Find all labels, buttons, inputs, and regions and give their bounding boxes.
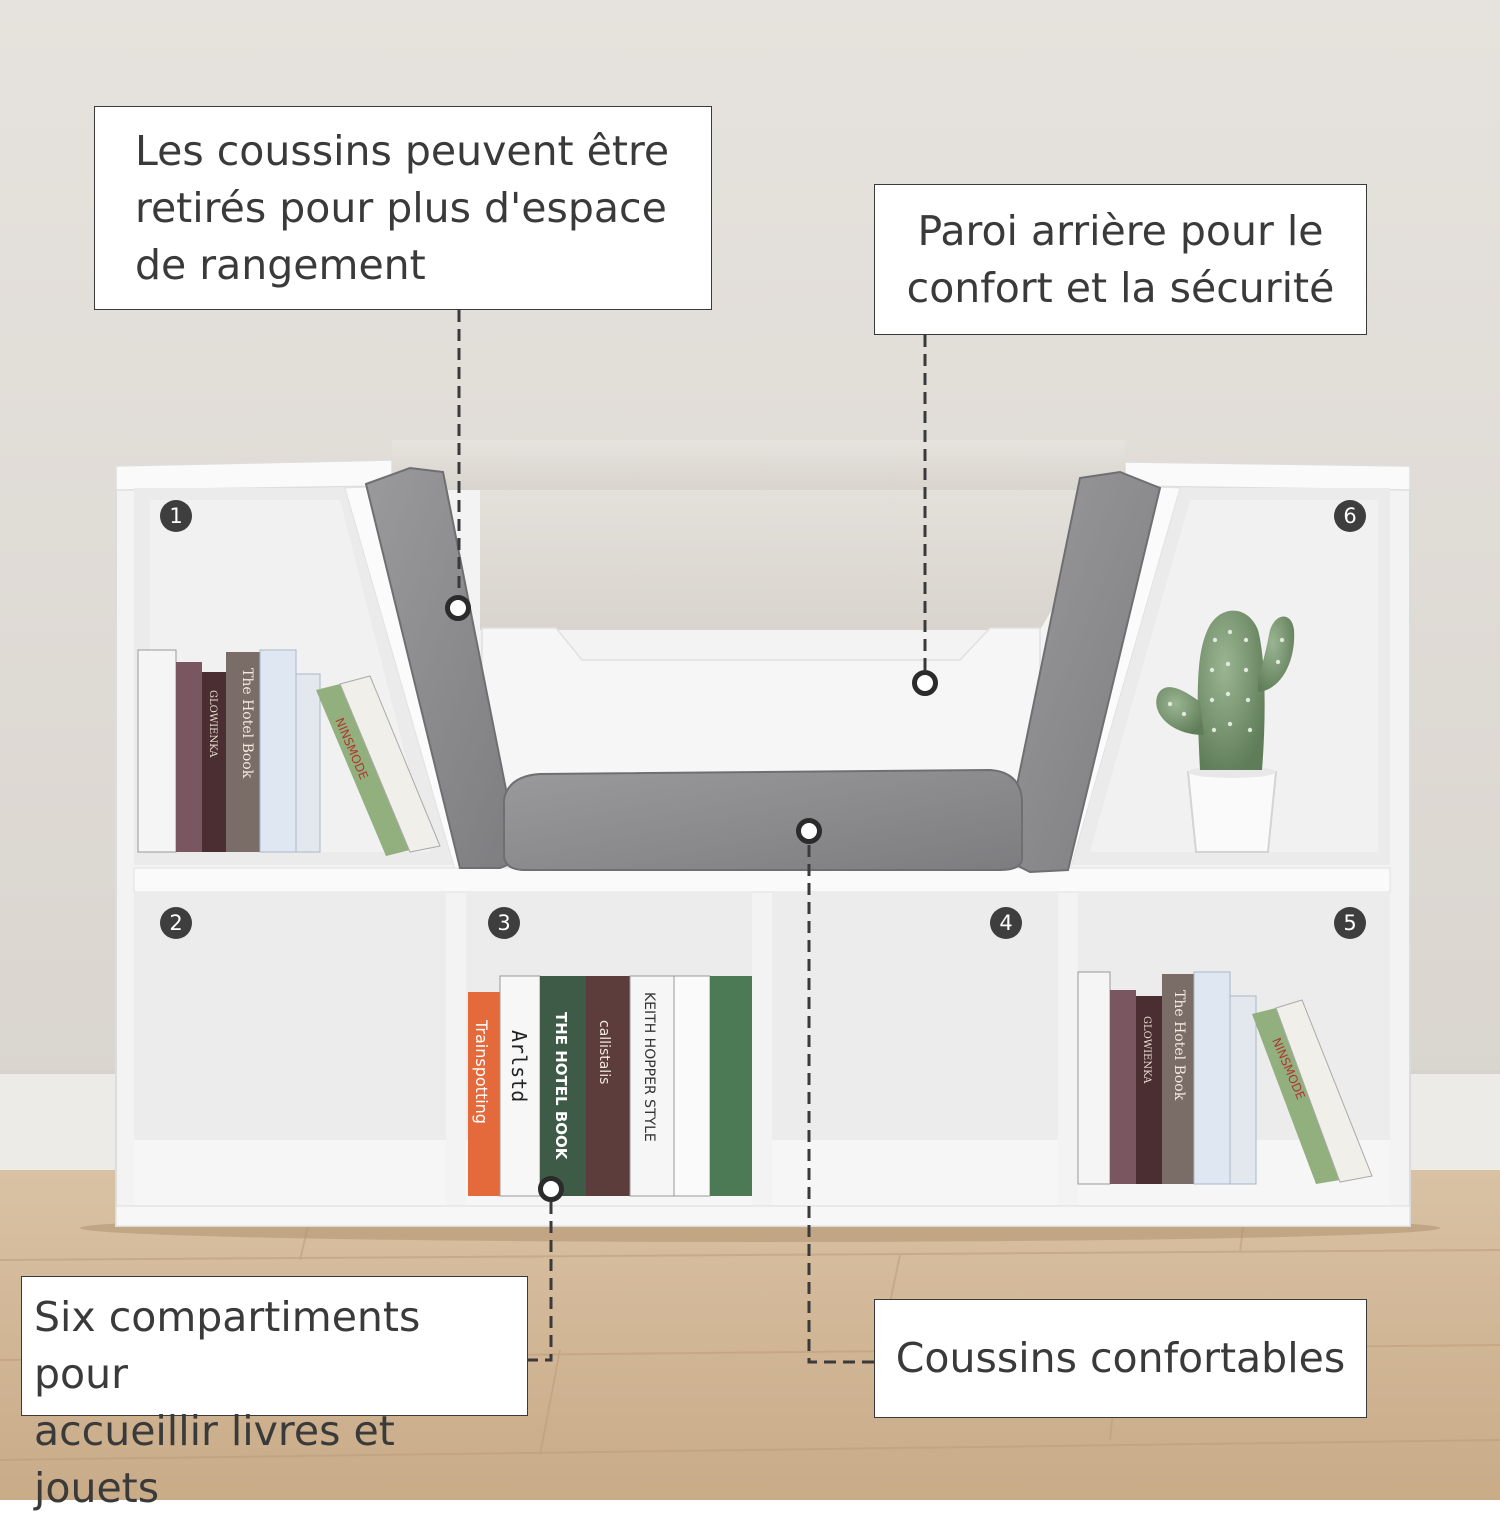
seat-cushion (503, 768, 1023, 871)
svg-text:The Hotel Book: The Hotel Book (239, 668, 255, 779)
compartment-badge-4: 4 (990, 907, 1022, 939)
callout-comfortable-cushions: Coussins confortables (874, 1299, 1367, 1418)
svg-text:Arlstd: Arlstd (507, 1030, 531, 1102)
svg-text:THE HOTEL BOOK: THE HOTEL BOOK (552, 1012, 570, 1161)
svg-text:Trainspotting: Trainspotting (472, 1019, 491, 1124)
compartment-badge-5: 5 (1334, 907, 1366, 939)
callout-cushions-removable: Les coussins peuvent être retirés pour p… (94, 106, 712, 310)
svg-text:callistalis: callistalis (596, 1020, 612, 1084)
svg-text:GLOWIENKA: GLOWIENKA (207, 690, 218, 758)
compartment-badge-2: 2 (160, 907, 192, 939)
callout-back-panel: Paroi arrière pour le confort et la sécu… (874, 184, 1367, 335)
marker-cushion-removable (445, 595, 471, 621)
cactus-plant (1156, 610, 1295, 853)
cushions (364, 466, 1162, 874)
svg-text:GLOWIENKA: GLOWIENKA (1141, 1016, 1152, 1084)
marker-back-panel (912, 670, 938, 696)
svg-text:KEITH HOPPER STYLE: KEITH HOPPER STYLE (641, 992, 657, 1142)
marker-compartments (538, 1176, 564, 1202)
compartment-badge-1: 1 (160, 500, 192, 532)
connector-lines (457, 310, 927, 1364)
compartment-badge-3: 3 (488, 907, 520, 939)
svg-text:The Hotel Book: The Hotel Book (1171, 990, 1187, 1101)
compartment-badge-6: 6 (1334, 500, 1366, 532)
books-upper-left: The Hotel Book GLOWIENKA NINSMODE (137, 649, 441, 856)
marker-seat-cushion (796, 818, 822, 844)
callout-six-compartments: Six compartiments pour accueillir livres… (21, 1276, 528, 1512)
books-lower-middle: Trainspotting Arlstd THE HOTEL BOOK call… (468, 975, 752, 1197)
